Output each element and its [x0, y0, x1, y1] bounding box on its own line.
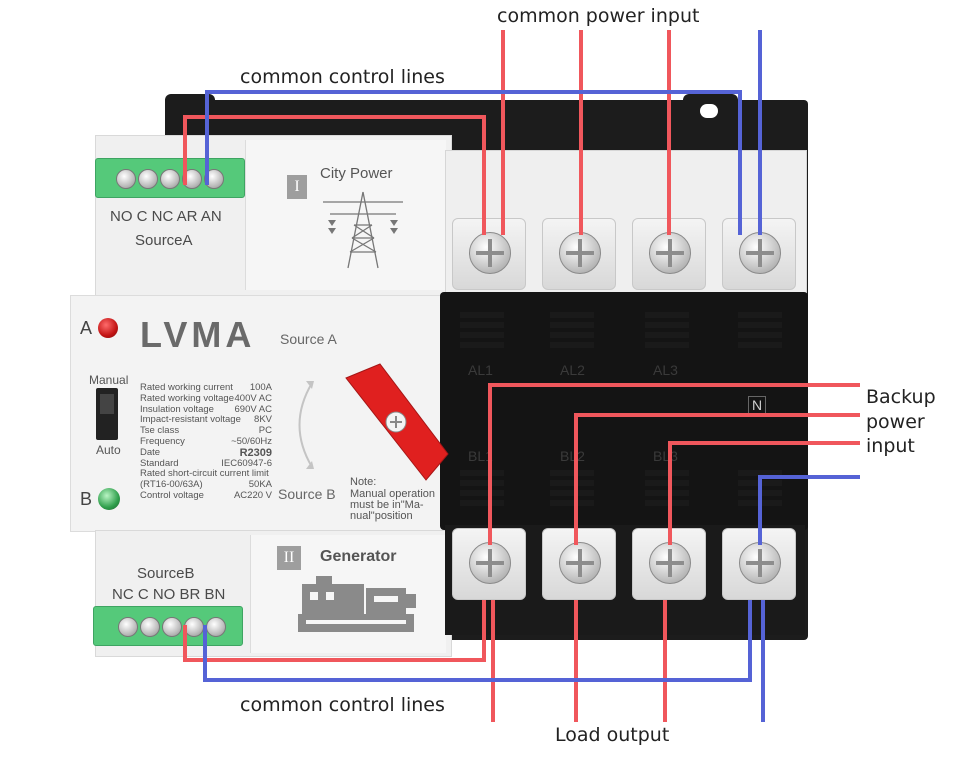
phase-label-al2: AL2	[560, 362, 585, 378]
spec-value: IEC60947-6	[221, 457, 272, 469]
spec-value: ~50/60Hz	[231, 435, 272, 447]
backup-wire-n	[758, 475, 860, 545]
spec-value: 8KV	[254, 414, 272, 426]
note-line-2: must be in"Ma-	[350, 499, 424, 511]
spec-row: Tse class PC	[140, 425, 272, 436]
callout-common-control-lines-bottom: common control lines	[240, 694, 445, 716]
callout-common-power-input: common power input	[497, 5, 700, 27]
spec-value: PC	[258, 425, 272, 437]
backup-wire-l1	[488, 383, 860, 545]
spec-label: Frequency	[140, 435, 185, 447]
spec-label: Impact-resistant voltage	[140, 414, 241, 426]
spec-row: Impact-resistant voltage 8KV	[140, 414, 272, 425]
manual-auto-switch[interactable]	[96, 388, 118, 440]
spec-label: Rated working current	[140, 382, 233, 393]
spec-value: R2309	[239, 446, 272, 459]
pylon-icon	[323, 191, 403, 269]
brand-logo: LVMA	[140, 314, 256, 355]
spec-row: Insulation voltage 690V AC	[140, 404, 272, 415]
control-line-top-blue	[205, 90, 742, 235]
spec-label: (RT16-00/63A)	[140, 479, 203, 491]
spec-value: 100A	[249, 382, 272, 393]
spec-label: Standard	[140, 457, 179, 469]
phase-label-al1: AL1	[468, 362, 493, 378]
terminal-labels-a: NO C NC AR AN	[110, 208, 222, 225]
source-b-terminal-title: SourceB	[137, 565, 195, 582]
spec-row: Control voltage AC220 V	[140, 490, 272, 501]
callout-backup-line-1: Backup	[866, 386, 936, 408]
terminal-bottom-l2[interactable]	[542, 528, 616, 600]
spec-row: Standard IEC60947-6	[140, 458, 272, 469]
spec-row: Date R2309	[140, 446, 272, 459]
spec-value: AC220 V	[233, 489, 272, 501]
spec-row: Rated working current 100A	[140, 382, 272, 393]
spec-label: Rated working voltage	[140, 392, 234, 404]
spec-value: 690V AC	[234, 403, 273, 415]
spec-row: Frequency ~50/60Hz	[140, 436, 272, 447]
phase-label-al3: AL3	[653, 362, 678, 378]
indicator-a-label: A	[80, 318, 93, 338]
callout-load-output: Load output	[555, 724, 670, 746]
spec-row: (RT16-00/63A) 50KA	[140, 479, 272, 490]
phase-label-bl2: BL2	[560, 448, 585, 464]
generator-icon	[298, 576, 416, 632]
roman-one-badge: I	[287, 175, 307, 199]
terminal-labels-b: NC C NO BR BN	[112, 586, 226, 603]
roman-two-badge: II	[277, 546, 301, 570]
spec-label: Control voltage	[140, 489, 204, 501]
callout-backup-line-3: input	[866, 435, 915, 457]
auto-label: Auto	[96, 443, 121, 457]
note-line-1: Manual operation	[350, 488, 436, 500]
spec-label: Tse class	[140, 425, 180, 437]
backup-wire-l3	[668, 441, 860, 545]
spec-label: Insulation voltage	[140, 403, 214, 415]
rotation-arrow-icon	[298, 381, 314, 469]
operating-handle[interactable]	[338, 362, 450, 482]
control-terminal-block-b[interactable]	[93, 606, 243, 646]
manual-label: Manual	[89, 373, 129, 387]
spec-row: Rated short-circuit current limit	[140, 468, 272, 479]
mounting-hole-right	[700, 104, 718, 118]
control-line-top-red	[183, 115, 486, 235]
city-power-panel	[245, 140, 446, 290]
phase-label-bl1: BL1	[468, 448, 493, 464]
source-a-terminal-title: SourceA	[135, 232, 193, 249]
spec-label: Date	[140, 446, 161, 458]
terminal-bottom-l3[interactable]	[632, 528, 706, 600]
spec-value: 50KA	[248, 479, 272, 491]
indicator-b-lamp	[98, 488, 120, 510]
control-line-bottom-blue	[203, 600, 752, 682]
callout-backup-line-2: power	[866, 411, 925, 433]
control-line-bottom-red	[183, 600, 486, 662]
source-b-label: Source B	[278, 486, 336, 502]
source-a-label: Source A	[280, 331, 337, 347]
spec-value: 400V AC	[234, 392, 273, 404]
indicator-a-lamp	[98, 318, 118, 338]
backup-wire-l2	[574, 413, 860, 545]
note-title: Note:	[350, 476, 377, 488]
spec-label: Rated short-circuit current limit	[140, 468, 269, 480]
note-line-3: nual"position	[350, 510, 413, 522]
terminal-top-l1[interactable]	[452, 218, 526, 290]
indicator-b-label: B	[80, 489, 93, 509]
city-power-title: City Power	[320, 165, 393, 182]
generator-title: Generator	[320, 548, 397, 565]
callout-common-control-lines-top: common control lines	[240, 66, 445, 88]
